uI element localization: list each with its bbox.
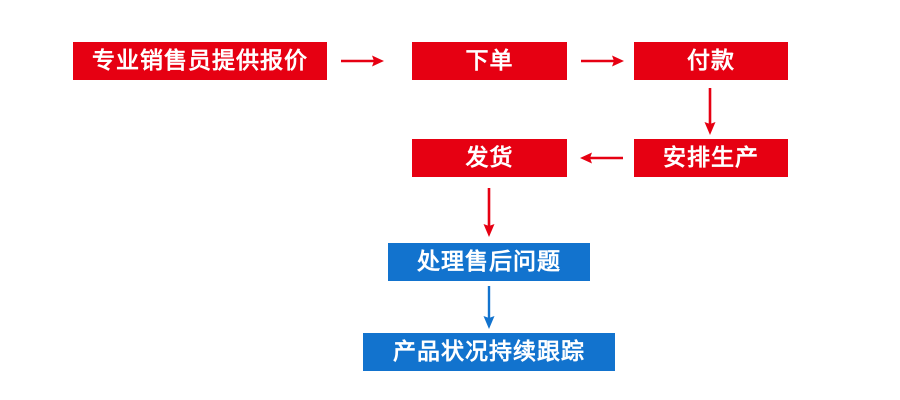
flow-node-shipping-label: 发货 (465, 144, 514, 171)
arrow-payment-to-production (704, 88, 716, 135)
flow-node-quote[interactable]: 专业销售员提供报价 (73, 42, 327, 80)
arrow-quote-to-order (341, 55, 384, 67)
flow-node-tracking-label: 产品状况持续跟踪 (393, 338, 585, 365)
arrow-shipping-to-aftersales (483, 188, 495, 237)
flow-node-aftersales-label: 处理售后问题 (417, 248, 561, 275)
arrow-production-to-shipping (580, 152, 623, 164)
flow-node-tracking[interactable]: 产品状况持续跟踪 (363, 333, 615, 371)
flow-node-production-label: 安排生产 (663, 144, 759, 171)
flow-node-aftersales[interactable]: 处理售后问题 (388, 243, 590, 281)
arrow-order-to-payment (581, 55, 624, 67)
flow-node-shipping[interactable]: 发货 (412, 139, 567, 177)
flow-node-production[interactable]: 安排生产 (634, 139, 788, 177)
flow-node-payment-label: 付款 (687, 47, 735, 74)
flow-node-quote-label: 专业销售员提供报价 (92, 47, 308, 74)
flow-node-payment[interactable]: 付款 (634, 42, 788, 80)
arrow-aftersales-to-tracking (483, 286, 495, 329)
flow-node-order-label: 下单 (465, 47, 514, 74)
flow-node-order[interactable]: 下单 (412, 42, 567, 80)
